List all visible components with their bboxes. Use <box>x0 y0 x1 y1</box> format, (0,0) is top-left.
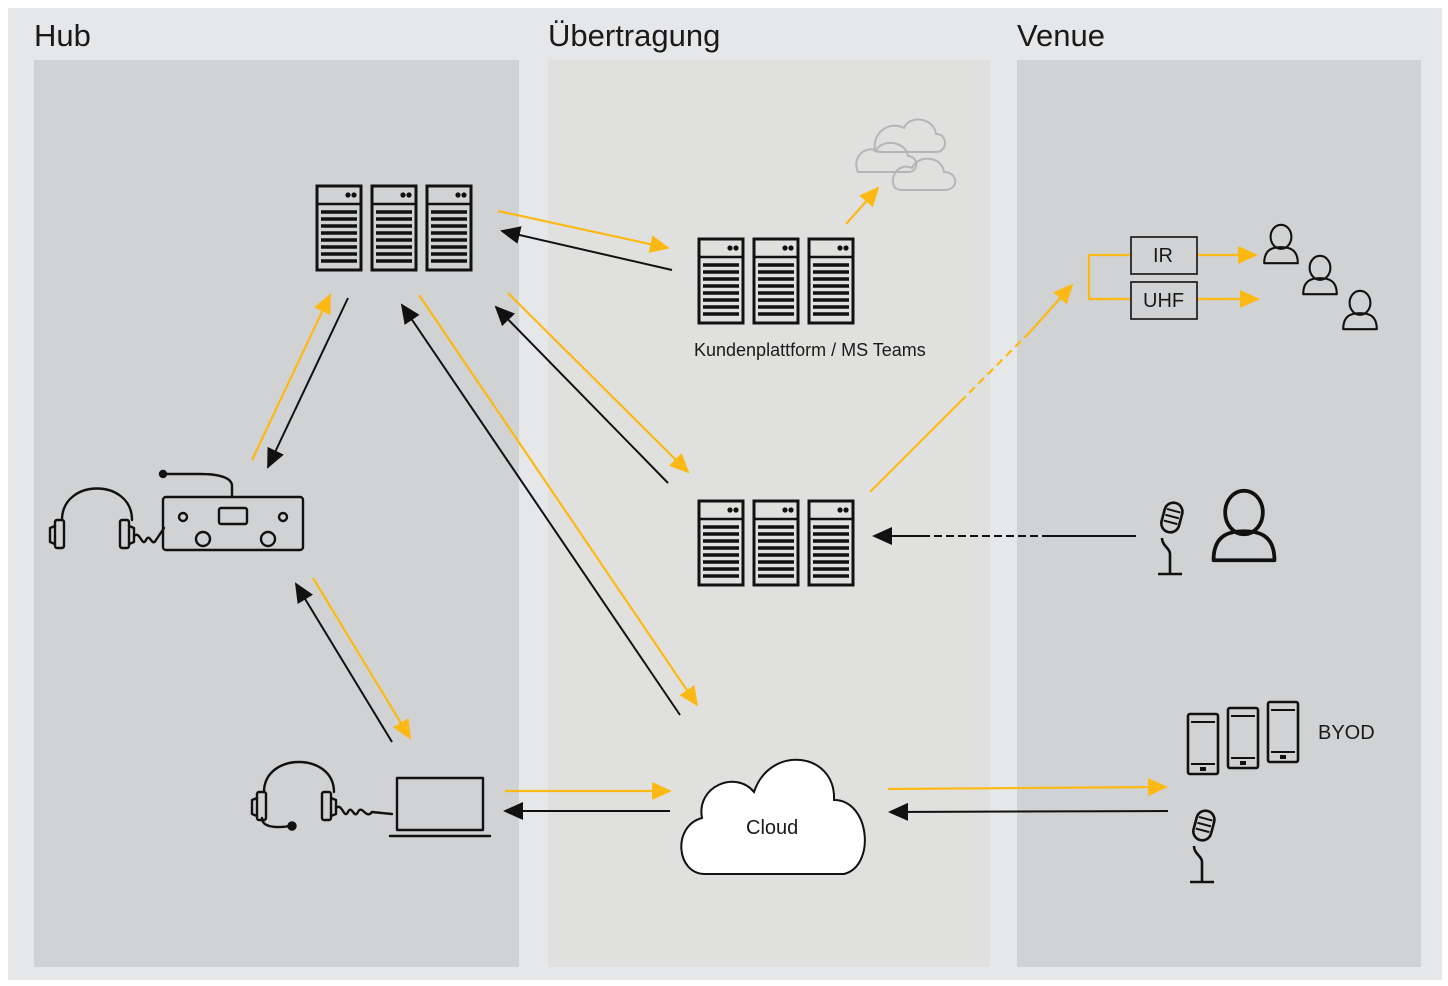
arrow-hub-to-platform <box>497 209 670 253</box>
arrow-cloud-to-hub <box>400 303 681 716</box>
venue-panel <box>1017 60 1421 967</box>
interpreter-console-icon <box>158 469 305 552</box>
branch-ir-uhf <box>1087 253 1130 301</box>
arrow-hub-to-cloud <box>418 294 699 707</box>
section-title-transmission: Übertragung <box>548 18 720 53</box>
uhf-label: UHF <box>1143 290 1184 312</box>
arrow-mic-to-cloud <box>888 802 1169 821</box>
arrow-platform-to-cloud-small <box>845 186 880 225</box>
arrow-relay-to-transmitters-head <box>1029 283 1074 333</box>
customer-platform-label: Kundenplattform / MS Teams <box>694 340 926 360</box>
arrow-cloud-to-byod <box>887 778 1168 797</box>
headphones-icon <box>48 487 166 550</box>
laptop-icon <box>388 776 492 838</box>
cloud-icon <box>680 758 866 875</box>
arrow-platform-to-hub <box>500 226 673 271</box>
arrow-relay-to-transmitters-dashed <box>959 331 1031 403</box>
cloud-cluster-icon <box>855 118 957 191</box>
byod-label: BYOD <box>1318 722 1375 744</box>
uhf-box: UHF <box>1130 281 1198 320</box>
arrow-console-to-hub <box>251 293 331 461</box>
arrow-console-to-laptop <box>312 577 412 740</box>
arrow-hub-to-console <box>267 297 349 469</box>
arrow-relay-to-transmitters <box>869 401 961 493</box>
ir-label: IR <box>1153 245 1173 267</box>
section-title-hub: Hub <box>34 18 91 53</box>
headset-icon <box>250 760 394 831</box>
connections <box>251 186 1260 821</box>
arrow-relay-to-hub <box>494 305 669 484</box>
arrow-hub-to-relay <box>507 292 690 474</box>
cloud-label: Cloud <box>746 817 798 839</box>
section-title-venue: Venue <box>1017 18 1105 53</box>
ir-box: IR <box>1130 236 1198 275</box>
arrow-laptop-to-console <box>294 582 393 743</box>
